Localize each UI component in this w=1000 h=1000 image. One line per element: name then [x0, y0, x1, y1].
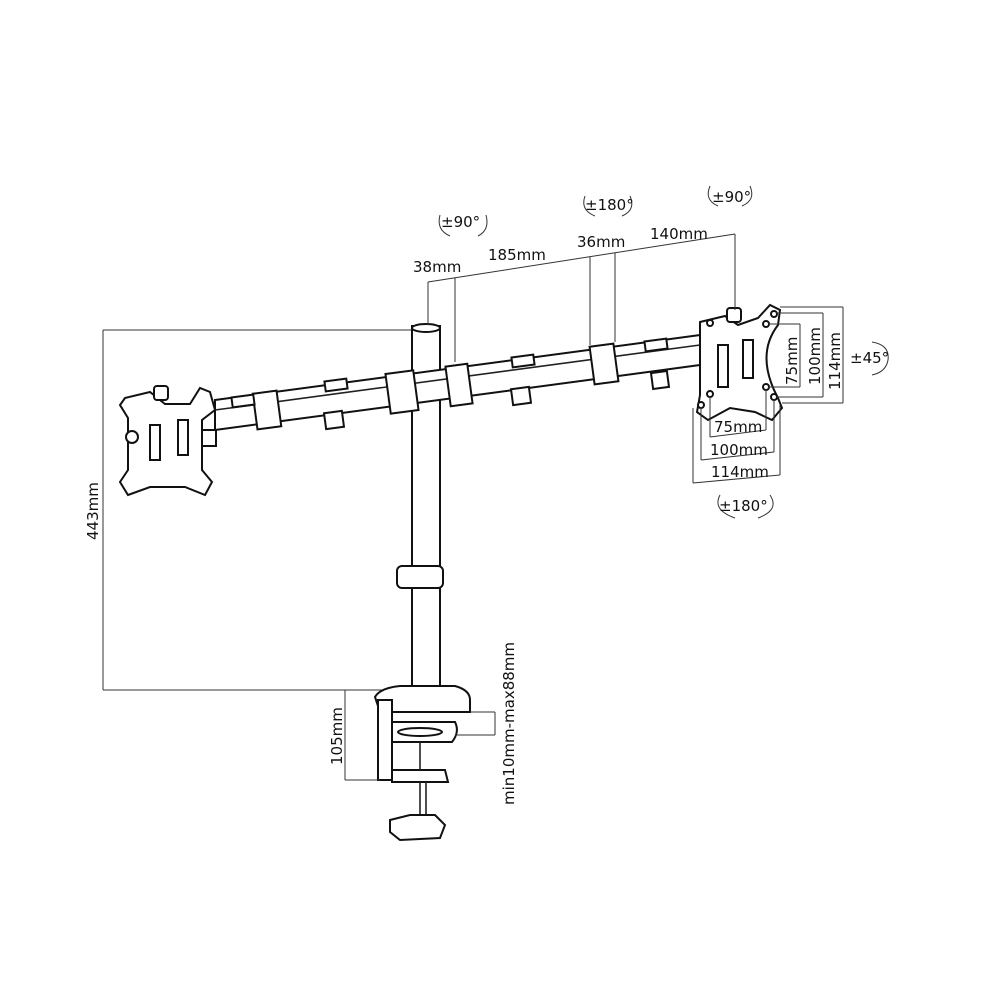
- height-collar: [396, 565, 444, 589]
- left-vesa-plate: [118, 385, 217, 497]
- dimension-38mm: 38mm: [413, 258, 461, 276]
- rotation-plate-swivel: ±180°: [719, 497, 768, 515]
- dual-arm: [195, 333, 701, 447]
- vesa-h-114: 114mm: [711, 463, 769, 481]
- dimension-140mm: 140mm: [650, 225, 708, 243]
- desk-thickness-label: min10mm-max88mm: [500, 642, 518, 805]
- dimension-36mm: 36mm: [577, 233, 625, 251]
- desk-clamp: [373, 685, 471, 842]
- rotation-plate: ±45°: [850, 349, 889, 367]
- dimension-185mm: 185mm: [488, 246, 546, 264]
- vesa-vertical-dimensions: 75mm 100mm 114mm: [768, 306, 844, 404]
- clamp-height-label: 105mm: [328, 707, 346, 765]
- vesa-h-100: 100mm: [710, 441, 768, 459]
- clamp-dimensions: 105mm min10mm-max88mm: [328, 642, 518, 805]
- rotation-left-arm: ±90°: [441, 213, 480, 231]
- height-dimension: 443mm: [84, 329, 420, 691]
- vesa-v-114: 114mm: [826, 332, 844, 390]
- vesa-v-75: 75mm: [783, 337, 801, 385]
- rotation-labels: ±90° ±180° ±90° ±45° ±180°: [438, 185, 889, 519]
- pole: [396, 323, 444, 697]
- height-label: 443mm: [84, 482, 102, 540]
- vesa-h-75: 75mm: [714, 418, 762, 436]
- arm-dimensions: 38mm 185mm 36mm 140mm: [413, 225, 736, 362]
- rotation-middle: ±180°: [585, 196, 634, 214]
- vesa-v-100: 100mm: [806, 327, 824, 385]
- rotation-right-arm: ±90°: [712, 188, 751, 206]
- vesa-horizontal-dimensions: 75mm 100mm 114mm: [692, 389, 781, 484]
